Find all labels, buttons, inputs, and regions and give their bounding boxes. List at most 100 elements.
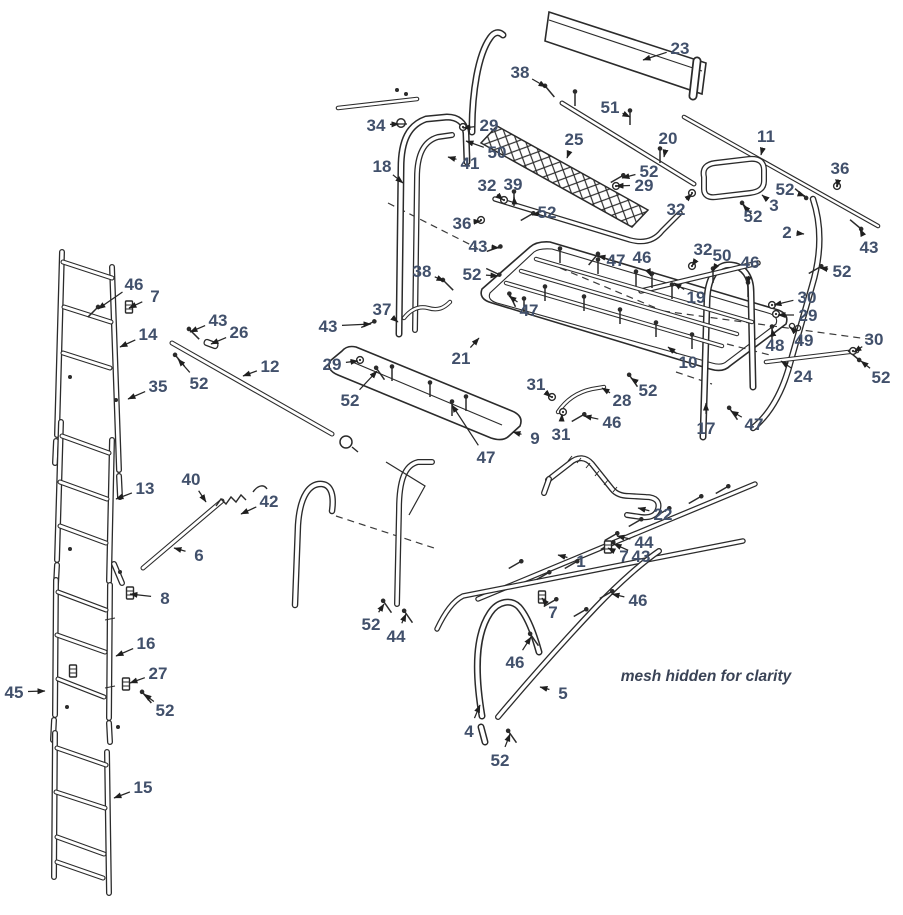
leader-line [400, 613, 407, 624]
bolt-icon [849, 219, 864, 232]
handrail-3 [700, 155, 767, 201]
leader-line [473, 218, 482, 225]
part-callout-37: 37 [373, 300, 399, 323]
part-label: 9 [530, 429, 539, 448]
rod-24 [763, 348, 860, 365]
part-callout-43: 43 [613, 543, 650, 566]
part-label: 38 [511, 63, 530, 82]
part-callout-19: 19 [673, 282, 706, 307]
part-label: 34 [367, 116, 386, 135]
ladder14-rung-3 [60, 350, 113, 371]
bolt-icon [507, 291, 517, 308]
leader-line [469, 337, 480, 349]
bolt-icon [653, 320, 659, 337]
ladder15-rung-2 [53, 789, 108, 811]
back-post [468, 29, 507, 136]
hardware-layer [65, 83, 864, 744]
frame-22 [545, 455, 662, 521]
leader-line [607, 547, 617, 555]
ladder14-rung-1 [60, 259, 115, 281]
part-label: 38 [413, 262, 432, 281]
part-callout-7: 7 [128, 287, 160, 309]
backrest-panel [544, 10, 707, 96]
part-callout-52: 52 [143, 693, 174, 720]
leader-line [531, 78, 547, 88]
clip-icon [125, 586, 135, 600]
part-callout-18: 18 [373, 157, 404, 184]
part-callout-13: 13 [115, 479, 154, 500]
bolt-icon [689, 332, 695, 349]
rod6-spring [215, 485, 268, 507]
part-label: 52 [341, 391, 360, 410]
arch-4-foot [477, 723, 489, 746]
part-callout-32: 32 [691, 240, 712, 267]
part-label: 19 [687, 288, 706, 307]
frame22-treads [567, 455, 618, 493]
bolt-icon [571, 411, 587, 423]
part-label: 52 [463, 265, 482, 284]
part-label: 46 [125, 275, 144, 294]
part-callout-39: 39 [504, 175, 522, 205]
leader-line [434, 275, 445, 282]
part-label: 29 [635, 176, 654, 195]
part-callout-21: 21 [452, 337, 480, 368]
bolt-icon [486, 244, 503, 253]
leader-line [377, 603, 385, 613]
part-callout-43: 43 [469, 237, 500, 256]
part-label: 40 [182, 470, 201, 489]
part-callout-20: 20 [659, 129, 678, 158]
part-label: 3 [769, 196, 778, 215]
leader-line [359, 370, 378, 391]
leader-line [662, 149, 669, 158]
part-callout-43: 43 [189, 311, 227, 333]
leader-line [760, 146, 766, 156]
part-label: 24 [794, 367, 813, 386]
part-callout-46: 46 [611, 591, 648, 610]
part-callout-25: 25 [565, 130, 583, 159]
platform-rail-3 [503, 280, 725, 349]
part-label: 46 [629, 591, 648, 610]
part-label: 52 [744, 207, 763, 226]
part-label: 43 [469, 237, 488, 256]
ladder15-rung-4 [54, 859, 106, 881]
part-callout-52: 52 [531, 203, 556, 222]
leader-line [860, 360, 871, 369]
part-callout-43: 43 [859, 228, 878, 257]
leader-line [789, 326, 798, 335]
part-callout-36: 36 [831, 159, 849, 188]
part-callout-44: 44 [387, 613, 407, 646]
part-callout-29: 29 [777, 306, 817, 325]
ladder13-foot-right [111, 561, 125, 586]
thin-wire [385, 461, 426, 516]
dot-icon [404, 92, 408, 96]
part-callout-16: 16 [115, 634, 155, 657]
part-callout-52: 52 [776, 180, 806, 199]
leader-line [177, 358, 191, 373]
top-left-rod [335, 96, 420, 111]
part-label: 20 [659, 129, 678, 148]
part-callout-41: 41 [447, 154, 479, 173]
part-callout-40: 40 [182, 470, 207, 503]
ladder14-rail-right [109, 264, 122, 473]
part-callout-8: 8 [129, 589, 170, 608]
rod-12 [169, 340, 335, 437]
part-callout-9: 9 [512, 429, 540, 448]
leader-line [712, 262, 720, 272]
bolt-icon [542, 83, 555, 98]
bolt-icon [536, 569, 552, 581]
bolt-icon [656, 505, 672, 517]
leader-line [512, 431, 522, 437]
rod-11 [681, 114, 881, 229]
bolt-icon [520, 210, 536, 222]
mesh-seat-band [479, 125, 650, 228]
ladder13-rail-left [54, 419, 64, 563]
leader-line [522, 636, 532, 651]
leader-line [115, 647, 134, 657]
tube-17 [699, 261, 757, 441]
part-label: 52 [362, 615, 381, 634]
part-callout-43: 43 [319, 317, 372, 336]
part-label: 47 [520, 301, 539, 320]
leader-line [645, 267, 652, 277]
bolt-icon [628, 516, 644, 528]
